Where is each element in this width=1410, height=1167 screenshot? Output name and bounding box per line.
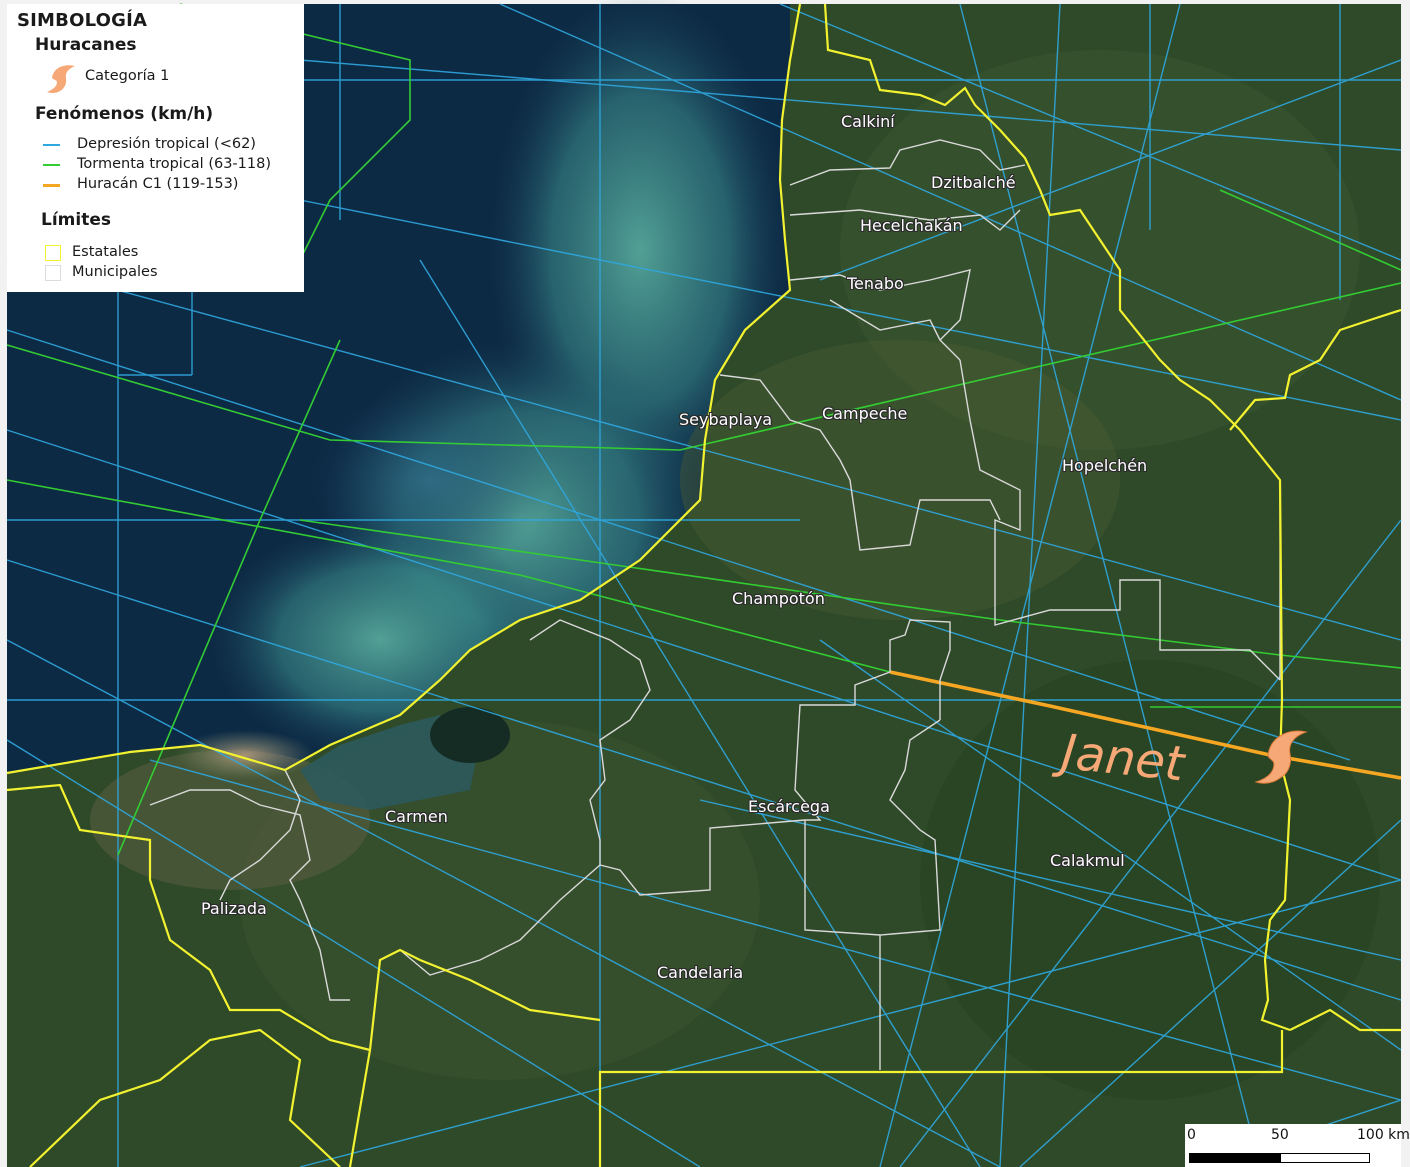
turbid-water: [310, 390, 550, 570]
storm-tracks: [6, 3, 1402, 856]
municipality-label-calakmul: Calakmul: [1050, 851, 1125, 870]
map-canvas[interactable]: Janet Calkiní Dzitbalché Hecelchakán Ten…: [6, 0, 1402, 1167]
scale-tick-0: 0: [1187, 1127, 1196, 1143]
municipality-label-calkini: Calkiní: [841, 112, 895, 131]
municipality-label-carmen: Carmen: [385, 807, 448, 826]
municipality-label-hopelchen: Hopelchén: [1062, 456, 1148, 475]
legend-hurricane-label: Huracán C1 (119-153): [77, 176, 239, 192]
legend-depression-swatch: [43, 144, 60, 146]
hurricane-track: [889, 670, 1402, 780]
scale-bar: 0 50 100 km: [1185, 1124, 1410, 1167]
hurricane-symbol[interactable]: [1254, 730, 1308, 784]
municipality-label-seybaplaya: Seybaplaya: [679, 410, 773, 429]
legend-municipal-label: Municipales: [72, 264, 158, 280]
state-borders: [6, 3, 1402, 1167]
depression-tracks: [6, 3, 1402, 1167]
scale-segment-white: [1280, 1153, 1370, 1163]
municipality-label-palizada: Palizada: [201, 899, 267, 918]
municipality-label-hecelchakan: Hecelchakán: [860, 216, 963, 235]
legend-hurricane-swatch: [43, 184, 60, 187]
land-texture: [920, 660, 1380, 1100]
legend-title: SIMBOLOGÍA: [17, 10, 148, 31]
legend-hurricane-category: Categoría 1: [85, 68, 170, 84]
municipality-label-dzitbalche: Dzitbalché: [931, 173, 1016, 192]
land-texture: [680, 340, 1120, 620]
scale-tick-100: 100 km: [1357, 1127, 1410, 1143]
legend-hurricanes-heading: Huracanes: [35, 35, 137, 55]
municipality-label-candelaria: Candelaria: [657, 963, 744, 982]
lagoon-dark: [430, 707, 510, 763]
scale-tick-50: 50: [1271, 1127, 1289, 1143]
legend-limits-heading: Límites: [41, 210, 111, 230]
municipality-label-campeche: Campeche: [822, 404, 908, 423]
legend-panel: SIMBOLOGÍA Huracanes Categoría 1 Fenómen…: [7, 4, 304, 292]
land-texture: [840, 50, 1360, 450]
municipal-borders: [149, 139, 1281, 1070]
municipality-label-champoton: Champotón: [732, 589, 825, 608]
legend-storm-swatch: [43, 164, 60, 166]
land-texture: [90, 750, 370, 890]
legend-depression-label: Depresión tropical (<62): [77, 136, 256, 152]
hurricane-legend-icon: [47, 65, 75, 93]
municipality-label-tenabo: Tenabo: [847, 274, 904, 293]
legend-municipal-swatch: [45, 265, 61, 281]
municipality-label-escarcega: Escárcega: [748, 797, 830, 816]
map-image: [6, 0, 1402, 1167]
legend-storm-label: Tormenta tropical (63-118): [77, 156, 271, 172]
legend-state-label: Estatales: [72, 244, 139, 260]
legend-state-swatch: [45, 245, 61, 261]
scale-segment-black: [1189, 1153, 1281, 1163]
legend-phenomena-heading: Fenómenos (km/h): [35, 104, 214, 124]
